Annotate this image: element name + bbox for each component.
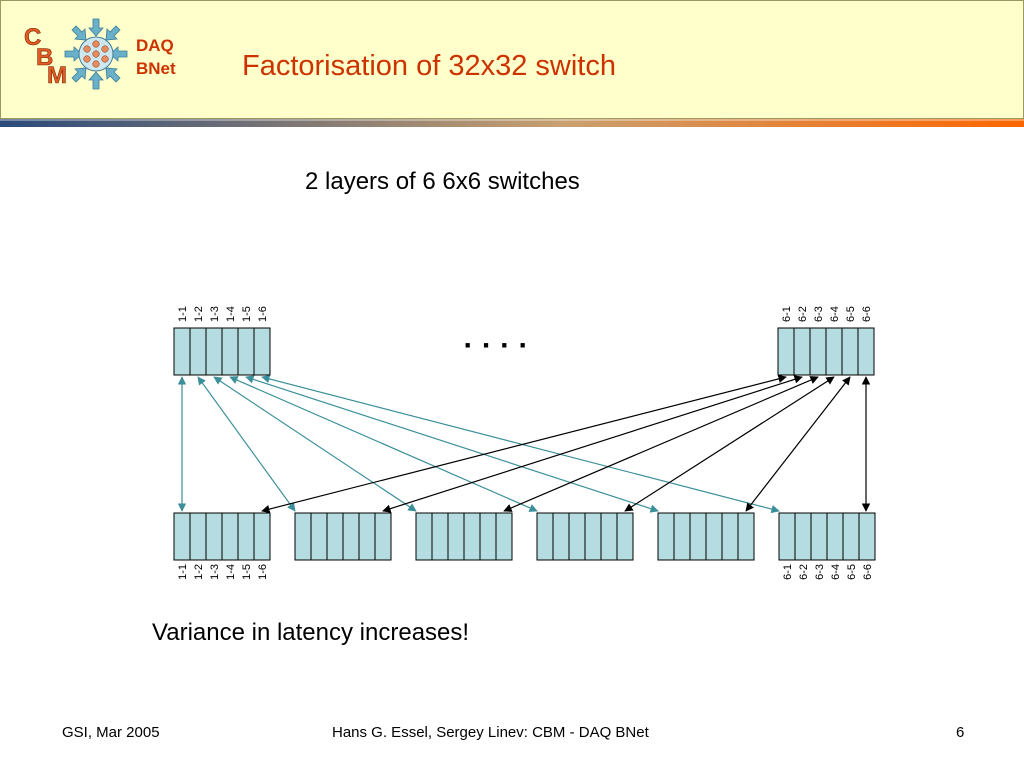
bottom-left-port-label: 1-5 (241, 564, 253, 580)
bottom-switch-2 (294, 512, 392, 561)
bottom-right-port-label: 6-1 (782, 564, 794, 580)
footer-page-number: 6 (956, 724, 965, 741)
black-link-3 (503, 376, 819, 512)
black-link-4 (624, 376, 835, 512)
top-switch-1 (173, 327, 271, 376)
top-left-port-label: 1-4 (225, 306, 237, 322)
top-right-port-label: 6-5 (845, 306, 857, 322)
black-link-5 (745, 376, 851, 512)
top-left-port-label: 1-6 (257, 306, 269, 322)
bottom-right-port-label: 6-5 (846, 564, 858, 580)
top-left-port-label: 1-3 (209, 306, 221, 322)
cbm-daq-bnet-logo: C B M DAQ BNet (20, 15, 200, 95)
top-right-port-label: 6-6 (861, 306, 873, 322)
logo-letter-c: C (24, 24, 42, 52)
top-switch-6 (777, 327, 875, 376)
top-right-port-label: 6-1 (781, 306, 793, 322)
logo-word-bnet: BNet (136, 59, 176, 78)
slide-title: Factorisation of 32x32 switch (242, 50, 616, 82)
footer-date: GSI, Mar 2005 (62, 724, 160, 741)
top-left-port-label: 1-1 (177, 306, 189, 322)
logo-letter-b: B (36, 44, 54, 72)
top-left-port-label: 1-5 (241, 306, 253, 322)
top-right-port-label: 6-2 (797, 306, 809, 322)
top-right-port-label: 6-4 (829, 306, 841, 322)
bottom-left-port-label: 1-2 (193, 564, 205, 580)
top-right-port-label: 6-3 (813, 306, 825, 322)
black-link-2 (382, 375, 803, 513)
network-emblem-icon (64, 18, 128, 90)
bottom-right-port-label: 6-4 (830, 564, 842, 580)
teal-link-4 (229, 376, 538, 512)
bottom-right-port-label: 6-3 (814, 564, 826, 580)
logo-letter-m: M (47, 62, 68, 90)
title-bar (0, 0, 1024, 119)
teal-link-5 (245, 375, 659, 513)
bottom-switch-5 (657, 512, 755, 561)
bottom-switch-6 (778, 512, 876, 561)
bottom-switch-4 (536, 512, 634, 561)
bottom-switch-1 (173, 512, 271, 561)
bottom-left-port-label: 1-4 (225, 564, 237, 580)
bottom-left-port-label: 1-1 (177, 564, 189, 580)
bottom-left-port-label: 1-6 (257, 564, 269, 580)
bottom-switch-3 (415, 512, 513, 561)
teal-link-2 (197, 376, 296, 512)
header-separator-band (0, 119, 1024, 127)
teal-link-3 (213, 376, 417, 512)
logo-word-daq: DAQ (136, 36, 174, 55)
bottom-right-port-label: 6-6 (862, 564, 874, 580)
top-left-port-label: 1-2 (193, 306, 205, 322)
more-switches-ellipsis: · · · · (464, 329, 529, 362)
latency-note: Variance in latency increases! (152, 619, 470, 646)
diagram-subtitle: 2 layers of 6 6x6 switches (305, 168, 580, 195)
bottom-left-port-label: 1-3 (209, 564, 221, 580)
footer-authors: Hans G. Essel, Sergey Linev: CBM - DAQ B… (332, 724, 649, 741)
bottom-right-port-label: 6-2 (798, 564, 810, 580)
